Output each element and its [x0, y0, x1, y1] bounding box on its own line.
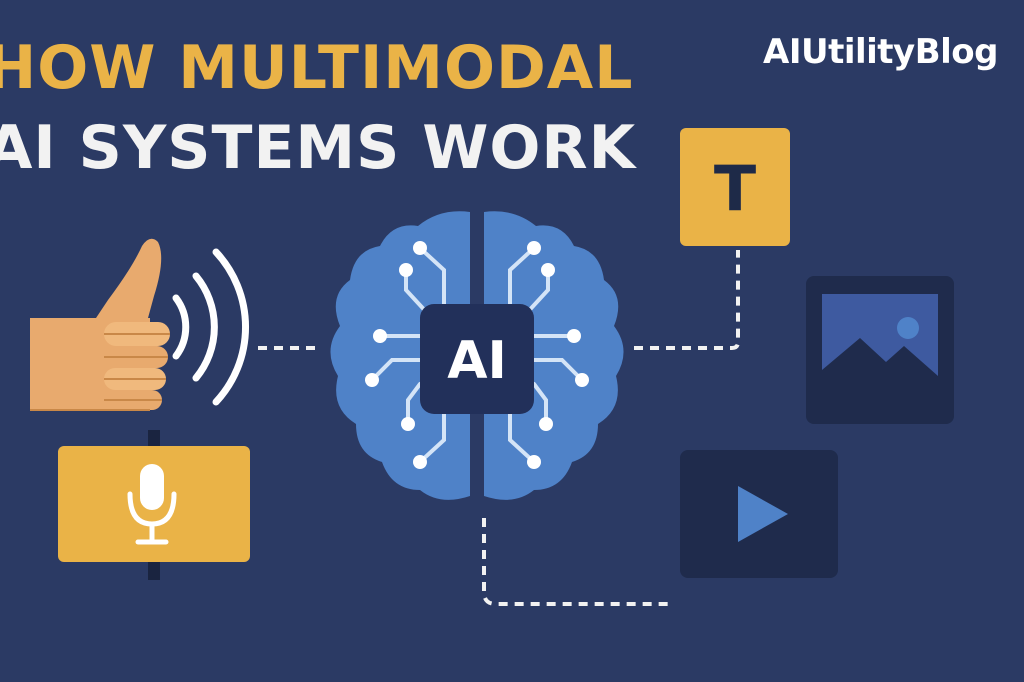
connectors — [258, 250, 740, 606]
title-line-1: HOW MULTIMODAL — [0, 33, 634, 103]
title-line-2: AI SYSTEMS WORK — [0, 113, 637, 183]
video-output-box — [680, 450, 838, 578]
brain-circuit-icon: AI — [330, 211, 624, 500]
image-output-box — [806, 276, 954, 424]
connector-video-output — [482, 518, 668, 606]
microphone-icon — [127, 464, 177, 545]
brain-circuit-nodes — [365, 241, 589, 469]
brain-right-hemisphere — [484, 211, 624, 500]
ai-label: AI — [447, 331, 507, 391]
image-icon — [822, 294, 938, 388]
sound-waves-icon — [172, 248, 249, 406]
microphone-box — [58, 446, 250, 562]
ai-chip — [420, 304, 534, 414]
brain-left-hemisphere — [330, 211, 470, 500]
text-icon: T — [714, 152, 756, 225]
video-play-icon — [738, 486, 788, 542]
text-output-box: T — [680, 128, 790, 246]
thumbs-up-hand-icon — [30, 238, 170, 411]
brand-logo-text: AIUtilityBlog — [763, 32, 998, 72]
connector-text-output — [634, 250, 740, 350]
